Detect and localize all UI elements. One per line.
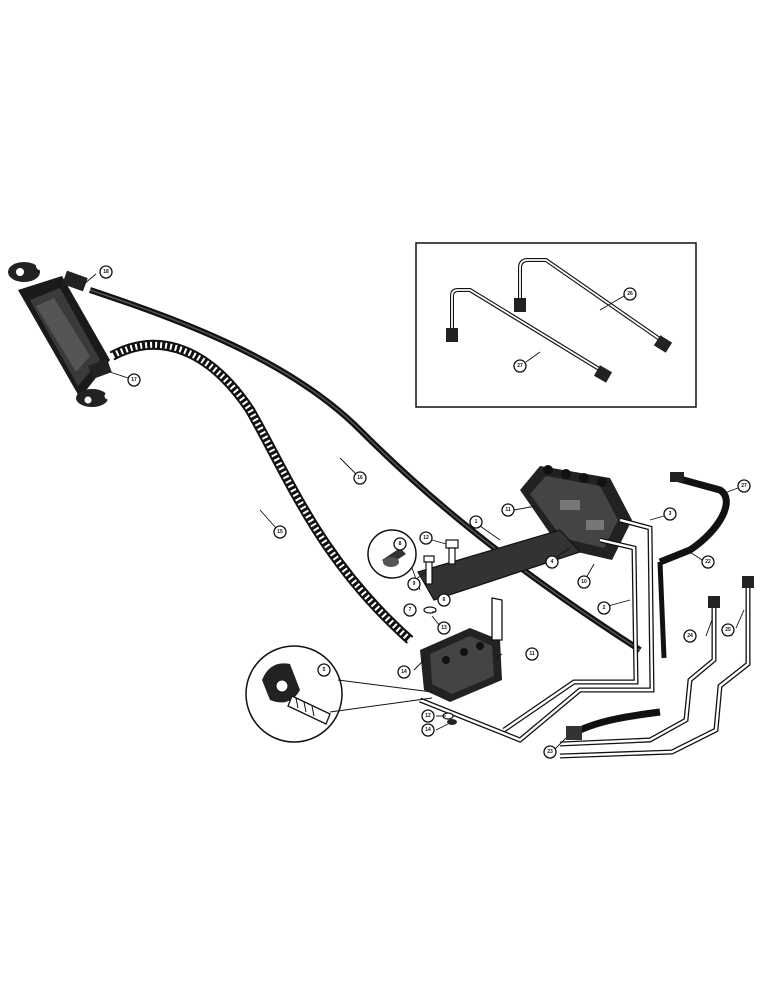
- callout-7: 7: [403, 603, 417, 617]
- svg-text:12: 12: [425, 713, 431, 719]
- svg-text:6: 6: [443, 597, 446, 603]
- callout-23: 23: [543, 745, 557, 759]
- callout-17: 17: [127, 373, 141, 387]
- svg-text:14: 14: [401, 669, 407, 675]
- inset-tube-26: [518, 258, 666, 344]
- svg-text:11: 11: [529, 651, 535, 657]
- svg-text:11: 11: [505, 507, 511, 513]
- inset-tube-27-nut: [446, 328, 458, 342]
- callout-10: 10: [577, 575, 591, 589]
- svg-text:4: 4: [551, 559, 554, 565]
- svg-text:5: 5: [323, 667, 326, 673]
- svg-text:9: 9: [413, 581, 416, 587]
- inset-tube-26-nut: [514, 298, 526, 312]
- callout-2: 2: [597, 601, 611, 615]
- svg-text:22: 22: [705, 559, 711, 565]
- callouts: 18 17 16 15 26 27 27 22 3 11 1 4 10 2 12…: [99, 265, 751, 759]
- tube-right-drop: [657, 561, 667, 659]
- svg-text:16: 16: [357, 475, 363, 481]
- svg-text:13: 13: [441, 625, 447, 631]
- svg-text:3: 3: [669, 511, 672, 517]
- callout-12-bottom: 12: [421, 709, 435, 723]
- callout-26: 26: [623, 287, 637, 301]
- svg-text:1: 1: [475, 519, 478, 525]
- inset-box: [415, 242, 697, 408]
- svg-text:15: 15: [277, 529, 283, 535]
- svg-text:27: 27: [517, 363, 523, 369]
- hose-23: [574, 708, 661, 736]
- callout-12-top: 12: [419, 531, 433, 545]
- callout-14-top: 14: [397, 665, 411, 679]
- svg-text:14: 14: [425, 727, 431, 733]
- callout-5: 5: [317, 663, 331, 677]
- svg-text:10: 10: [581, 579, 587, 585]
- callout-9: 9: [407, 577, 421, 591]
- svg-text:8: 8: [399, 541, 402, 547]
- callout-24: 24: [683, 629, 697, 643]
- callout-13: 13: [437, 621, 451, 635]
- callout-11-valve: 11: [525, 647, 539, 661]
- callout-11-top: 11: [501, 503, 515, 517]
- svg-text:25: 25: [725, 627, 731, 633]
- hose-21: [658, 474, 730, 566]
- callout-4: 4: [545, 555, 559, 569]
- svg-text:18: 18: [103, 269, 109, 275]
- callout-18: 18: [99, 265, 113, 279]
- callout-3: 3: [663, 507, 677, 521]
- callout-16: 16: [353, 471, 367, 485]
- leader-lines: [83, 273, 745, 751]
- bolt-13: [423, 555, 435, 585]
- svg-text:7: 7: [409, 607, 412, 613]
- callout-25: 25: [721, 623, 735, 637]
- nut-14: [447, 719, 457, 725]
- svg-text:24: 24: [687, 633, 693, 639]
- svg-text:27: 27: [741, 483, 747, 489]
- lower-valve: [420, 597, 503, 702]
- callout-22: 22: [701, 555, 715, 569]
- callout-1: 1: [469, 515, 483, 529]
- washer-9: [423, 606, 437, 614]
- svg-text:23: 23: [547, 749, 553, 755]
- svg-text:26: 26: [627, 291, 633, 297]
- control-valve: [520, 465, 632, 560]
- svg-text:12: 12: [423, 535, 429, 541]
- svg-text:2: 2: [603, 605, 606, 611]
- hose-15: [109, 339, 414, 644]
- callout-27-inset: 27: [513, 359, 527, 373]
- svg-text:17: 17: [131, 377, 137, 383]
- callout-27-right: 27: [737, 479, 751, 493]
- hydraulic-cylinder: [8, 262, 112, 407]
- inset-tube-27: [450, 288, 606, 374]
- mounting-plate: [417, 529, 582, 601]
- callout-6: 6: [437, 593, 451, 607]
- callout-14-bottom: 14: [421, 723, 435, 737]
- callout-8: 8: [393, 537, 407, 551]
- detail-circle-5: [245, 645, 433, 743]
- callout-15: 15: [273, 525, 287, 539]
